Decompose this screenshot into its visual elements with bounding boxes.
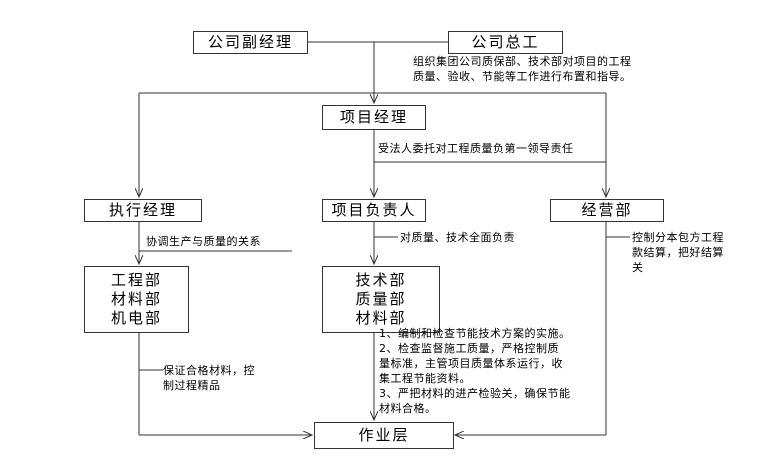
quality-tech-note-text: 对质量、技术全面负责 [400,231,515,244]
quality-dept-label: 质量部 [355,290,407,308]
top-note-line: 组织集团公司质保部、技术部对项目的工程 [413,55,632,68]
business-dept-label: 经营部 [581,201,633,219]
deputy-manager-label: 公司副经理 [207,33,293,51]
tasks-note-line: 材料合格。 [379,402,437,415]
exec-manager-label: 执行经理 [108,201,177,219]
tasks-note-line: 1、编制和检查节能技术方案的实施。 [379,327,571,340]
quality-tech-note: 对质量、技术全面负责 [400,230,515,245]
entrusted-note: 受法人委托对工程质量负第一领导责任 [378,141,574,156]
project-manager-label: 项目经理 [339,108,408,126]
electromech-dept-label: 机电部 [110,309,162,327]
tasks-note-line: 2、检查监督施工质量，严格控制质 [379,342,559,355]
engineering-group-box: 工程部 材料部 机电部 [84,266,189,333]
tasks-note: 1、编制和检查节能技术方案的实施。 2、检查监督施工质量，严格控制质 量标准，主… [379,326,571,416]
coordinate-note-text: 协调生产与质量的关系 [146,235,261,248]
control-note-line: 款结算，把好结算 [632,246,724,259]
entrusted-note-text: 受法人委托对工程质量负第一领导责任 [378,142,574,155]
deputy-manager-box: 公司副经理 [193,31,308,54]
coordinate-note: 协调生产与质量的关系 [146,234,261,249]
tasks-note-line: 量标准，主管项目质量体系运行，收 [379,357,563,370]
tasks-note-line: 集工程节能资料。 [379,372,471,385]
technical-dept-label: 技术部 [355,271,407,289]
technical-group-box: 技术部 质量部 材料部 [322,266,440,333]
materials-dept-2-label: 材料部 [355,309,407,327]
work-layer-label: 作业层 [358,426,410,444]
control-note-line: 控制分本包方工程 [632,231,724,244]
guarantee-note: 保证合格材料，控 制过程精品 [163,363,255,393]
guarantee-note-line: 保证合格材料，控 [163,364,255,377]
exec-manager-box: 执行经理 [84,199,202,222]
control-note: 控制分本包方工程 款结算，把好结算 关 [632,230,724,275]
project-manager-box: 项目经理 [322,105,426,130]
project-lead-box: 项目负责人 [322,199,426,222]
chief-engineer-label: 公司总工 [471,33,540,51]
tasks-note-line: 3、严把材料的进产检验关，确保节能 [379,387,571,400]
top-note-line: 质量、验收、节能等工作进行布置和指导。 [413,70,632,83]
chief-engineer-box: 公司总工 [448,31,563,54]
work-layer-box: 作业层 [314,422,454,449]
materials-dept-label: 材料部 [110,290,162,308]
control-note-line: 关 [632,261,644,274]
project-lead-label: 项目负责人 [331,201,417,219]
engineering-dept-label: 工程部 [110,271,162,289]
top-note: 组织集团公司质保部、技术部对项目的工程 质量、验收、节能等工作进行布置和指导。 [413,54,632,84]
business-dept-box: 经营部 [550,199,664,222]
guarantee-note-line: 制过程精品 [163,379,221,392]
